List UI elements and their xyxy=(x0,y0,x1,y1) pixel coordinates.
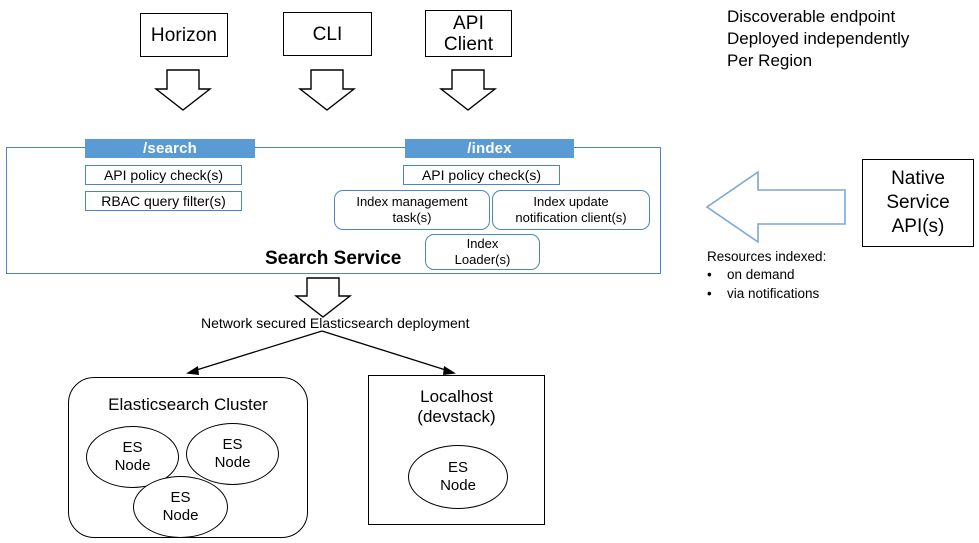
localhost-devstack-box: Localhost (devstack) ES Node xyxy=(368,375,545,525)
arrow-panel-to-elasticsearch xyxy=(293,277,353,318)
arrow-api-client-to-panel xyxy=(438,69,498,111)
arrowhead-localhost xyxy=(443,366,456,375)
native-service-api-box[interactable]: Native Service API(s) xyxy=(862,159,974,247)
index-management-task-box[interactable]: Index management task(s) xyxy=(334,190,490,230)
deployment-caption: Network secured Elasticsearch deployment xyxy=(201,315,470,331)
native-service-api-label: Native Service API(s) xyxy=(886,168,950,237)
es-node-3[interactable]: ES Node xyxy=(133,476,228,538)
es-node-2[interactable]: ES Node xyxy=(186,423,279,485)
bullet-dot-icon: • xyxy=(707,286,712,301)
search-rbac-query-filter-box[interactable]: RBAC query filter(s) xyxy=(85,191,242,211)
index-update-notification-client-box[interactable]: Index update notification client(s) xyxy=(492,190,650,230)
resources-indexed-title: Resources indexed: xyxy=(707,249,827,264)
arrow-horizon-to-panel xyxy=(153,69,213,111)
index-update-notification-client-label: Index update notification client(s) xyxy=(515,194,627,225)
branch-line-to-cluster xyxy=(189,330,323,373)
es-node-2-label: ES Node xyxy=(214,436,251,471)
client-label-cli: CLI xyxy=(312,23,343,45)
es-node-1-label: ES Node xyxy=(114,439,151,474)
client-box-api-client[interactable]: API Client xyxy=(425,10,512,57)
index-api-policy-check-box[interactable]: API policy check(s) xyxy=(403,165,560,185)
client-box-horizon[interactable]: Horizon xyxy=(140,13,228,57)
es-node-localhost[interactable]: ES Node xyxy=(408,445,508,509)
arrowhead-cluster xyxy=(186,366,199,375)
resources-bullet-on-demand: • on demand xyxy=(707,266,795,284)
search-rbac-query-filter-label: RBAC query filter(s) xyxy=(101,192,226,209)
branch-line-to-localhost xyxy=(321,330,453,373)
elasticsearch-cluster-box: Elasticsearch Cluster ES Node ES Node ES… xyxy=(68,377,308,538)
bullet-dot-icon: • xyxy=(707,267,712,282)
index-api-policy-check-label: API policy check(s) xyxy=(421,166,542,183)
index-loader-box[interactable]: Index Loader(s) xyxy=(425,234,540,270)
tab-index[interactable]: /index xyxy=(405,139,574,158)
client-label-horizon: Horizon xyxy=(150,24,218,46)
resources-bullet-via-notifications: • via notifications xyxy=(707,285,819,303)
index-loader-label: Index Loader(s) xyxy=(454,236,511,267)
search-api-policy-check-label: API policy check(s) xyxy=(103,166,224,183)
tab-index-label: /index xyxy=(467,140,512,157)
elasticsearch-cluster-title: Elasticsearch Cluster xyxy=(108,395,268,414)
tab-search-label: /search xyxy=(143,140,197,157)
client-box-cli[interactable]: CLI xyxy=(283,12,372,56)
es-node-localhost-label: ES Node xyxy=(440,459,476,494)
endpoint-note: Discoverable endpoint Deployed independe… xyxy=(727,7,910,70)
resources-bullet-on-demand-label: on demand xyxy=(727,267,795,282)
resources-bullet-via-notifications-label: via notifications xyxy=(727,286,820,301)
search-service-label: Search Service xyxy=(265,248,402,269)
client-label-api-client: API Client xyxy=(443,12,494,55)
arrow-cli-to-panel xyxy=(297,69,357,111)
es-node-3-label: ES Node xyxy=(162,489,199,524)
localhost-devstack-title: Localhost (devstack) xyxy=(417,387,496,426)
tab-search[interactable]: /search xyxy=(85,139,255,158)
arrow-native-service-to-panel xyxy=(705,170,846,244)
index-management-task-label: Index management task(s) xyxy=(356,194,468,225)
search-api-policy-check-box[interactable]: API policy check(s) xyxy=(85,165,242,185)
